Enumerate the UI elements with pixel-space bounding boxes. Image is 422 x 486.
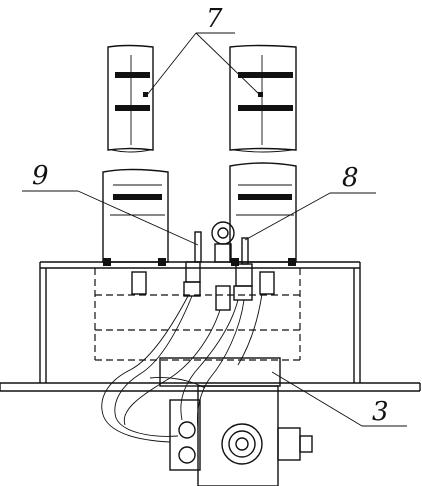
upper-clamp-left [107,44,154,153]
callout-label-9: 9 [32,161,49,191]
callout-label-3: 3 [372,397,389,427]
lower-clamp-left [102,168,169,266]
callout-label-7: 7 [206,4,223,34]
thermocouple-right [233,237,253,301]
callout-label-8: 8 [342,163,359,193]
upper-clamp-right [229,44,297,153]
base-plate [0,382,421,392]
callout-7: 7 [146,4,261,96]
callout-8: 8 [244,163,376,241]
callout-3: 3 [271,371,407,427]
thermocouple-left [183,231,202,297]
side-fittings [131,271,275,311]
gas-valve-block [159,357,313,486]
wire-harness [101,293,263,443]
callout-9: 9 [22,161,199,246]
lower-clamp-right [229,162,297,266]
center-eyelet [211,221,235,263]
